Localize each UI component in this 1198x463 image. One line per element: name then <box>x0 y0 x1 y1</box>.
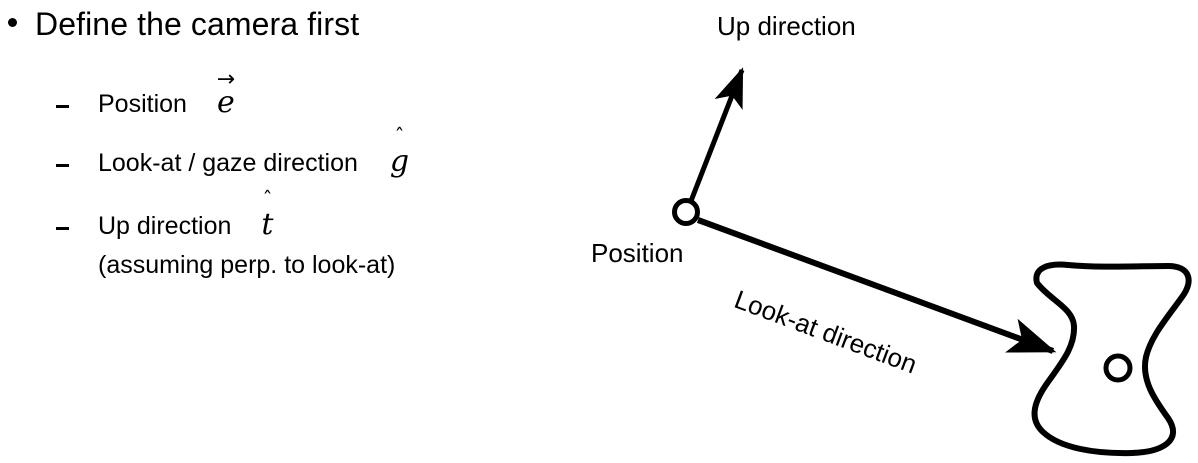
bullet-dot-icon <box>8 18 17 27</box>
dash-marker-icon <box>56 164 69 167</box>
up-direction-label: Up direction <box>717 11 856 41</box>
position-label: Position <box>591 238 684 268</box>
camera-position-point <box>672 198 700 226</box>
sub-bullet-position: Position → e <box>56 69 235 121</box>
dash-marker-icon <box>56 227 69 230</box>
math-symbol-g-letter: g <box>389 144 410 179</box>
math-symbol-e-letter: e <box>216 85 235 120</box>
bullet-level1: Define the camera first <box>8 4 359 44</box>
up-direction-arrow <box>688 67 745 202</box>
sub-bullet-up: Up direction ˆ t (assuming perp. to look… <box>56 189 396 282</box>
lookat-target-point <box>1103 353 1133 383</box>
sub-bullet-up-note: (assuming perp. to look-at) <box>98 251 396 279</box>
sub-bullet-lookat-label: Look-at / gaze direction <box>98 149 358 177</box>
lookat-direction-arrow <box>696 217 1057 354</box>
bullet-level1-label: Define the camera first <box>35 6 360 42</box>
dash-marker-icon <box>56 105 69 108</box>
math-symbol-t-letter: t <box>261 207 274 242</box>
sub-bullet-up-label: Up direction <box>98 212 232 240</box>
sub-bullet-position-label: Position <box>98 90 187 118</box>
